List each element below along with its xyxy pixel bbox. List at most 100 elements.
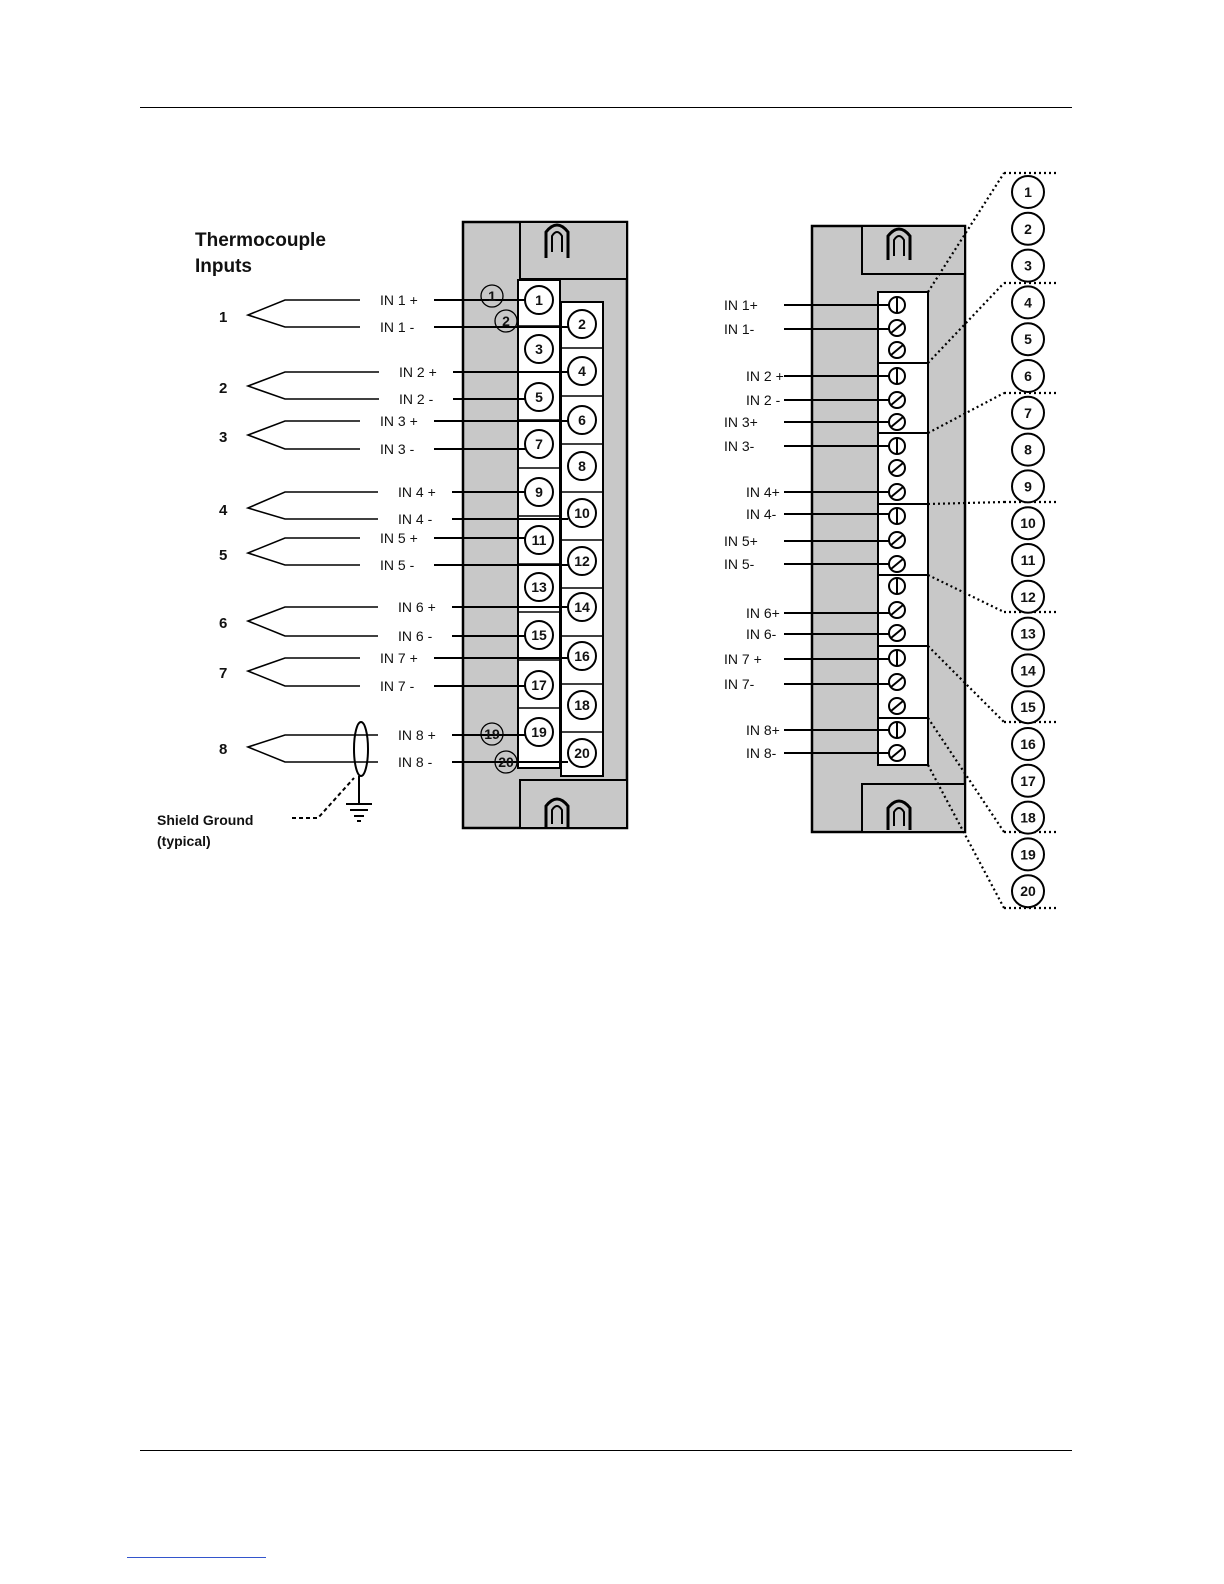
callout-terminal-label: 8 (1024, 442, 1032, 458)
left-terminal-20: 20 (567, 738, 597, 768)
right-label-14: IN 7- (724, 676, 755, 692)
channel-number-1: 1 (219, 309, 227, 326)
right-label-6: IN 3- (724, 438, 755, 454)
callout-terminal-label: 15 (1020, 699, 1036, 715)
marker-19: 19 (480, 722, 504, 746)
callout-terminal-label: 16 (1020, 736, 1036, 752)
label-in-1-minus: IN 1 - (380, 319, 415, 335)
thermocouple-5 (245, 537, 568, 566)
header-rule (140, 107, 1072, 108)
left-terminal-17: 17 (524, 670, 554, 700)
left-terminal-label: 6 (578, 412, 586, 428)
callout-terminal-13: 13 (1011, 616, 1045, 651)
thermocouple-2 (245, 371, 568, 400)
left-terminal-label: 16 (574, 648, 590, 664)
left-terminal-12: 12 (567, 546, 597, 576)
screw-terminal-19 (888, 721, 906, 739)
left-terminal-label: 17 (531, 677, 547, 693)
marker-1: 1 (480, 284, 504, 308)
left-terminal-label: 11 (532, 532, 547, 548)
callout-terminal-label: 13 (1020, 626, 1036, 642)
screw-terminal-20 (888, 744, 906, 762)
callout-terminal-11: 11 (1011, 543, 1045, 577)
screw-terminal-16 (888, 649, 906, 667)
callout-terminal-label: 4 (1024, 294, 1032, 310)
label-in-5-plus: IN 5 + (380, 530, 418, 546)
label-in-3-minus: IN 3 - (380, 441, 415, 457)
shield-label-line2: (typical) (157, 833, 211, 849)
channel-number-7: 7 (219, 665, 227, 682)
left-terminal-6: 6 (567, 405, 597, 435)
label-in-3-plus: IN 3 + (380, 413, 418, 429)
screw-terminal-13 (888, 577, 906, 595)
footer-link-underline (127, 1557, 266, 1558)
marker-20: 20 (494, 750, 518, 774)
left-terminal-2: 2 (567, 309, 597, 339)
callout-terminal-10: 10 (1011, 506, 1045, 541)
callout-terminal-label: 7 (1024, 405, 1032, 421)
screw-terminal-1 (888, 296, 906, 314)
label-in-4-minus: IN 4 - (398, 511, 433, 527)
callout-terminal-label: 11 (1021, 552, 1036, 568)
right-label-5: IN 3+ (724, 414, 758, 430)
left-wires (245, 299, 568, 763)
left-terminal-1: 1 (524, 285, 554, 315)
callout-terminal-14: 14 (1011, 653, 1045, 688)
heading-line1: Thermocouple (195, 230, 326, 251)
right-label-12: IN 6- (746, 626, 777, 642)
left-terminal-9: 9 (524, 477, 554, 507)
left-terminal-label: 1 (535, 292, 543, 308)
left-terminal-13: 13 (524, 572, 554, 602)
label-in-8-minus: IN 8 - (398, 754, 433, 770)
right-label-1: IN 1+ (724, 297, 758, 313)
thermocouple-1 (245, 299, 568, 328)
screw-terminal-11 (888, 531, 906, 549)
channel-number-6: 6 (219, 615, 227, 632)
screw-terminal-4 (888, 367, 906, 385)
right-wires (784, 304, 889, 754)
label-in-8-plus: IN 8 + (398, 727, 436, 743)
thermocouple-6 (245, 606, 568, 637)
label-in-1-plus: IN 1 + (380, 292, 418, 308)
screw-terminal-18 (888, 697, 906, 715)
shield-label-line1: Shield Ground (157, 812, 253, 828)
callout-terminal-label: 14 (1020, 662, 1036, 678)
label-in-2-plus: IN 2 + (399, 364, 437, 380)
left-terminal-label: 14 (574, 599, 590, 615)
right-label-11: IN 6+ (746, 605, 780, 621)
left-terminal-14: 14 (567, 592, 597, 622)
left-terminal-label: 8 (578, 458, 586, 474)
channel-number-2: 2 (219, 380, 227, 397)
left-terminal-16: 16 (567, 641, 597, 671)
callout-terminal-8: 8 (1011, 432, 1045, 467)
callout-terminal-label: 12 (1020, 589, 1036, 605)
callout-terminal-2: 2 (1011, 211, 1045, 246)
left-terminal-label: 15 (531, 627, 547, 643)
label-in-6-plus: IN 6 + (398, 599, 436, 615)
right-label-10: IN 5- (724, 556, 755, 572)
left-terminal-label: 18 (574, 697, 590, 713)
left-terminal-label: 12 (574, 553, 590, 569)
left-terminal-label: 4 (578, 363, 586, 379)
callout-terminal-15: 15 (1011, 690, 1045, 725)
shield-ground (292, 721, 372, 822)
callout-terminal-17: 17 (1011, 763, 1045, 798)
callout-terminal-9: 9 (1011, 469, 1045, 504)
left-terminal-5: 5 (524, 382, 554, 412)
marker-label: 2 (502, 313, 510, 329)
callout-terminal-label: 20 (1020, 883, 1036, 899)
marker-label: 20 (498, 754, 514, 770)
callout-terminal-5: 5 (1011, 322, 1045, 357)
channel-number-3: 3 (219, 429, 227, 446)
screw-terminal-14 (888, 601, 906, 619)
right-label-13: IN 7 + (724, 651, 762, 667)
left-terminal-19: 19 (524, 717, 554, 747)
right-label-3: IN 2 + (746, 368, 784, 384)
left-terminal-label: 9 (535, 484, 543, 500)
screw-terminal-7 (888, 437, 906, 455)
left-terminal-label: 10 (574, 505, 590, 521)
thermocouple-7 (245, 657, 568, 687)
marker-label: 19 (484, 726, 500, 742)
marker-2: 2 (494, 309, 518, 333)
